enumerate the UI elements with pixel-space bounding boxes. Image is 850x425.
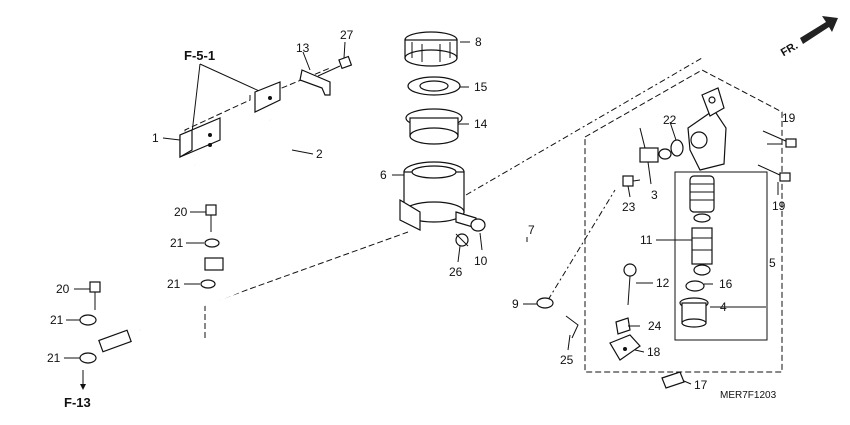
reservoir-tank [399,161,477,231]
hose-clip-10 [470,218,486,232]
bolt-23 [622,175,641,187]
boot-4 [679,297,709,328]
hose-joint [639,127,672,163]
bolt-20-lower [89,281,101,310]
hose-clip-9 [536,297,554,309]
hose-clamp-bracket [179,117,221,159]
callout-21-b: 21 [167,277,181,291]
bolt-20-upper [205,204,217,232]
callout-25: 25 [560,353,574,367]
callout-21-a: 21 [170,236,184,250]
callout-2: 2 [316,147,323,161]
callout-20-lower: 20 [56,282,70,296]
callout-9: 9 [512,297,519,311]
callout-21-c: 21 [50,313,64,327]
reservoir-plate [407,76,461,96]
washer-21-c [79,314,97,326]
reservoir-cap [404,31,458,67]
callout-16: 16 [719,277,733,291]
callout-15: 15 [474,80,488,94]
callout-12: 12 [656,276,670,290]
front-label: FR. [779,40,800,59]
callout-4: 4 [720,300,727,314]
piston-kit [689,175,715,276]
cotter-pin-25 [565,315,579,339]
cylinder-group-box [584,69,783,373]
joint-pin-17 [661,371,685,389]
circlip-16 [685,280,705,292]
reservoir-diaphragm [405,108,463,145]
callout-7: 7 [528,223,535,237]
washer-21-b [200,279,216,289]
callout-13: 13 [296,41,310,55]
front-direction-arrow: FR. [779,16,838,59]
callout-27: 27 [340,28,354,42]
callout-8: 8 [475,35,482,49]
callout-3: 3 [651,188,658,202]
callout-20-upper: 20 [174,205,188,219]
washer-21-a [204,238,220,248]
ref-f-5-1-leader-2 [199,63,269,96]
brake-hose-short [194,164,244,266]
master-cylinder-body [687,87,727,171]
callout-1: 1 [152,131,159,145]
washer-21-d [79,352,97,364]
callout-21-d: 21 [47,351,61,365]
bolt-19-lower [757,164,791,182]
ref-f-13: F-13 [64,395,91,410]
callout-19-upper: 19 [782,111,796,125]
ref-f-5-1: F-5-1 [184,48,215,63]
joint-18 [609,334,641,361]
callout-10: 10 [474,254,488,268]
callout-22: 22 [663,113,677,127]
callout-14: 14 [474,117,488,131]
callout-23: 23 [622,200,636,214]
o-ring-22 [670,139,684,157]
piston-kit-box [674,171,768,341]
callout-26: 26 [449,265,463,279]
callout-11: 11 [640,233,653,247]
hose-fitting-mid [204,257,224,271]
callout-24: 24 [648,319,662,333]
stay-13 [299,69,331,96]
callout-6: 6 [380,168,387,182]
diagram-code: MER7F1203 [720,390,777,401]
bolt-27 [317,55,353,77]
nut-24 [615,317,631,335]
callout-17: 17 [694,378,708,392]
hose-fitting-lower [98,329,132,353]
upper-bracket [254,81,281,113]
callout-5: 5 [769,256,776,270]
callout-18: 18 [647,345,661,359]
callout-19-lower: 19 [772,199,786,213]
push-rod [623,263,637,306]
screw-26 [455,233,469,247]
ref-f-5-1-leader [191,63,201,134]
bolt-19-upper [762,130,797,148]
